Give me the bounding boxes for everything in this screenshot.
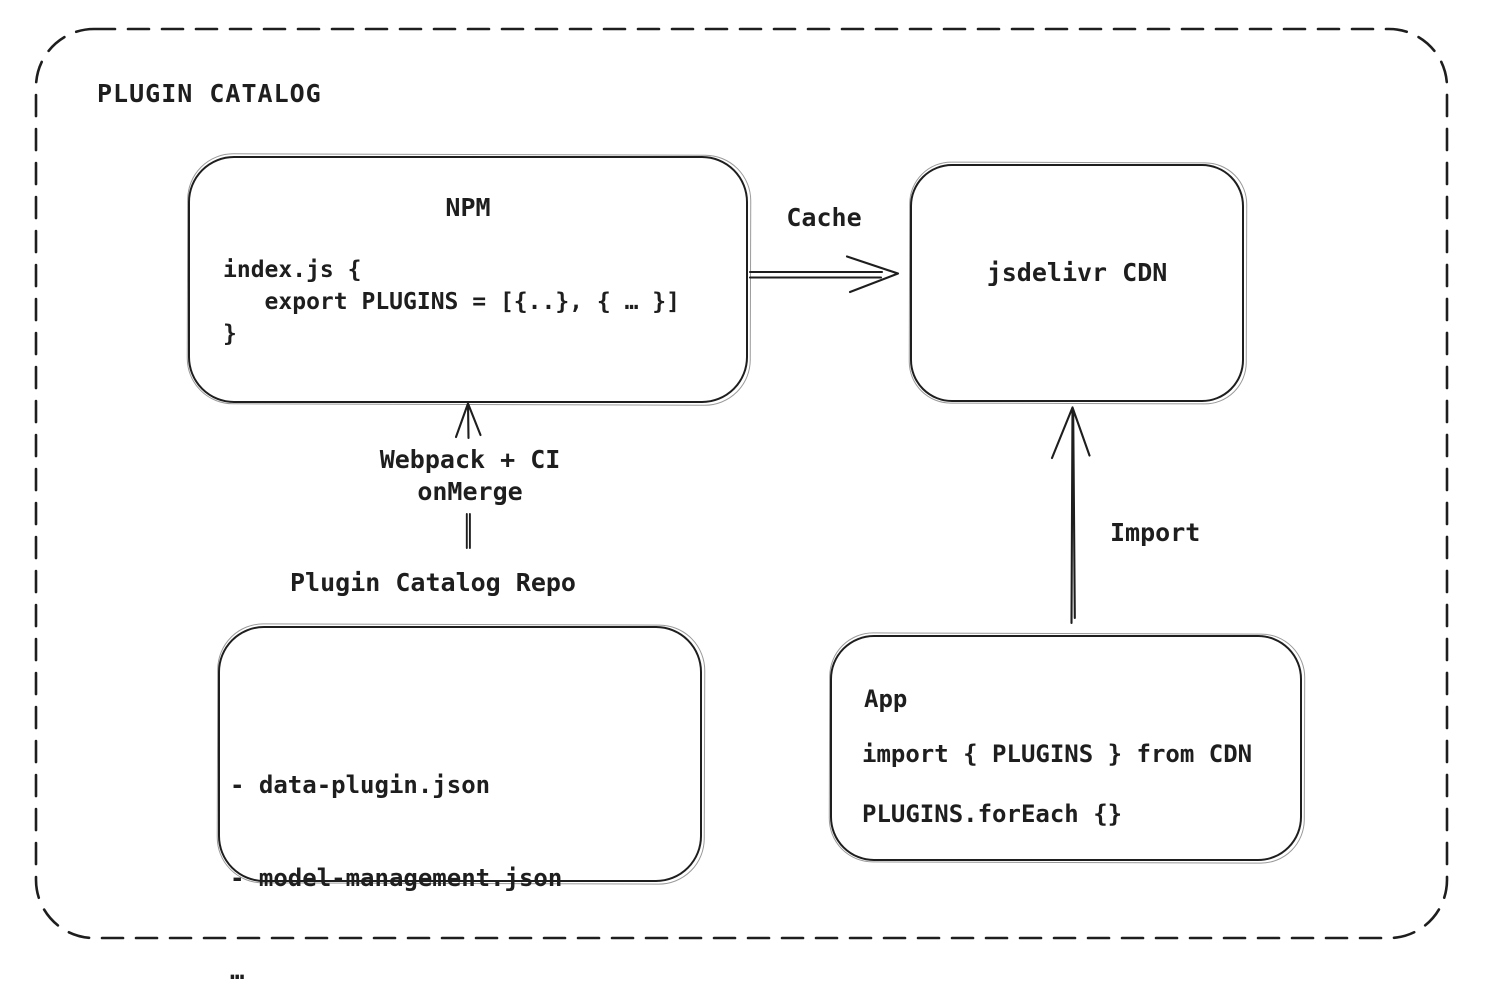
build-edge-label-line1: Webpack + CI	[379, 445, 561, 474]
repo-file-list: - data-plugin.json - model-management.js…	[230, 708, 562, 1002]
node-repo: - data-plugin.json - model-management.js…	[218, 626, 702, 985]
app-title: App	[864, 685, 908, 713]
build-arrow	[454, 402, 482, 440]
plugin-catalog-boundary	[34, 27, 1449, 940]
cache-arrow	[748, 255, 900, 294]
node-app: App import { PLUGINS } from CDN PLUGINS.…	[830, 635, 1302, 861]
import-arrow	[1050, 406, 1091, 625]
import-edge-label: Import	[1110, 518, 1201, 547]
cache-edge-label: Cache	[786, 203, 862, 232]
build-edge-label: Webpack + CI onMerge	[320, 444, 620, 508]
app-code-line: PLUGINS.forEach {}	[862, 800, 1123, 828]
build-edge-label-line2: onMerge	[417, 477, 523, 506]
frame-title: PLUGIN CATALOG	[97, 79, 322, 108]
cdn-label: jsdelivr CDN	[986, 258, 1168, 287]
repo-file-item: - data-plugin.json	[230, 771, 491, 799]
repo-title: Plugin Catalog Repo	[290, 568, 576, 597]
node-cdn: jsdelivr CDN	[910, 164, 1244, 402]
node-npm: NPM index.js { export PLUGINS = [{..}, {…	[188, 156, 748, 403]
app-code-line: import { PLUGINS } from CDN	[862, 740, 1253, 768]
npm-title: NPM	[445, 193, 491, 222]
build-connector	[465, 513, 471, 549]
repo-file-item: …	[230, 957, 245, 985]
repo-file-item: - model-management.json	[230, 864, 563, 892]
npm-code: index.js { export PLUGINS = [{..}, { … }…	[223, 257, 680, 347]
